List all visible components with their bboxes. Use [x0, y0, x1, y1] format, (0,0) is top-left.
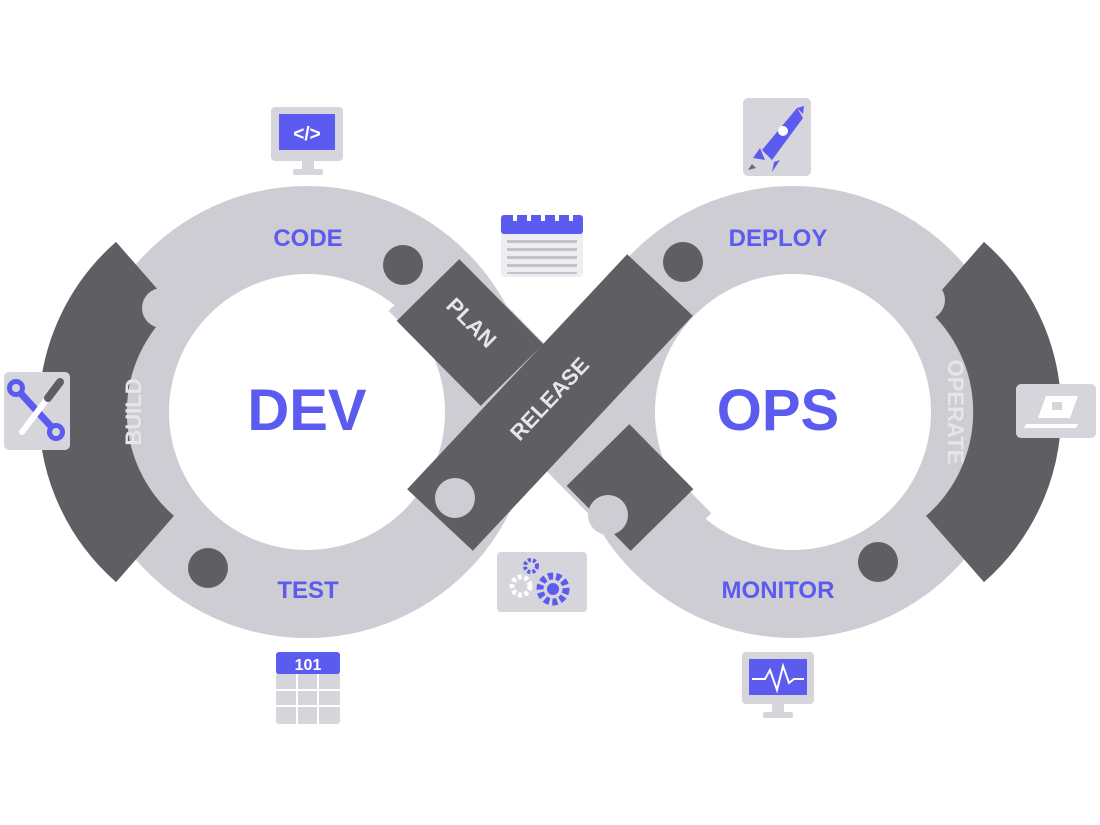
build-label: BUILD: [121, 378, 146, 445]
deploy-label: DEPLOY: [729, 225, 828, 252]
laptop-icon: [1016, 384, 1096, 438]
gears-icon: [497, 552, 587, 612]
pulse-monitor-icon: [742, 652, 814, 718]
operate-label: OPERATE: [943, 360, 968, 465]
plan-segment[interactable]: [396, 259, 544, 406]
puzzle-knobs: [142, 242, 945, 588]
calendar-icon: [501, 207, 583, 277]
build-segment[interactable]: [38, 241, 175, 583]
svg-text:</>: </>: [293, 124, 320, 145]
code-monitor-icon: </>: [271, 107, 343, 175]
tools-icon: [4, 372, 70, 450]
monitor-label: MONITOR: [722, 577, 835, 604]
test-label: TEST: [277, 577, 339, 604]
dev-label: DEV: [247, 378, 367, 443]
ops-label: OPS: [717, 378, 840, 443]
release-segment[interactable]: [407, 254, 693, 551]
code-label: CODE: [273, 225, 342, 252]
svg-text:101: 101: [295, 657, 322, 674]
rocket-icon: [743, 98, 811, 176]
data-table-icon: 101: [276, 652, 340, 724]
monitor-link-segment: [566, 424, 694, 551]
